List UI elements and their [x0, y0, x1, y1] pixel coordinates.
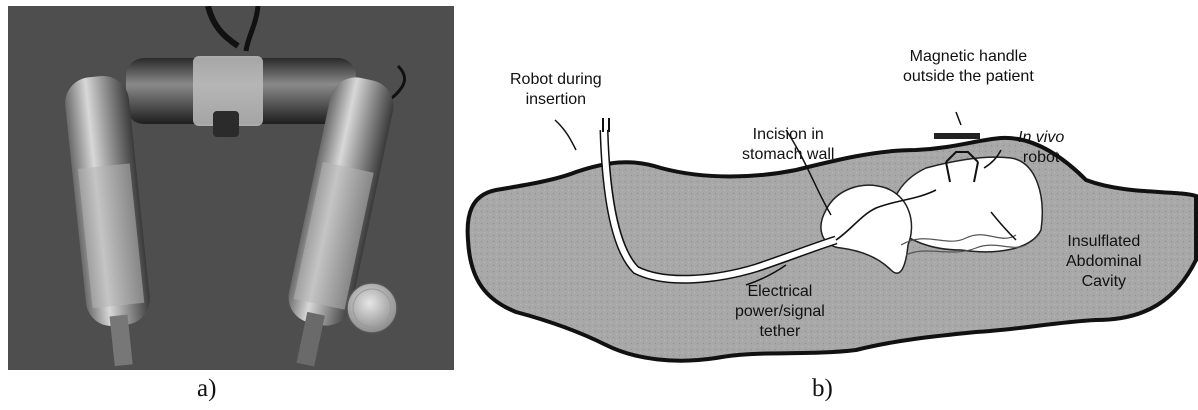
abdominal-cavity-label: Insulflated Abdominal Cavity: [1066, 232, 1142, 292]
magnetic-handle: [934, 133, 980, 139]
panel-a-label: a): [197, 375, 216, 403]
magnetic-handle-label: Magnetic handle outside the patient: [903, 47, 1034, 87]
insertion-diagram: [456, 0, 1198, 370]
tether-label: Electrical power/signal tether: [735, 282, 825, 342]
robot-insertion-label: Robot during insertion: [510, 70, 602, 110]
incision-label: Incision in stomach wall: [742, 125, 834, 165]
robot-photo: [8, 6, 454, 370]
in-vivo-robot-label: In vivo robot: [1018, 128, 1064, 168]
panel-b-label: b): [812, 375, 833, 403]
